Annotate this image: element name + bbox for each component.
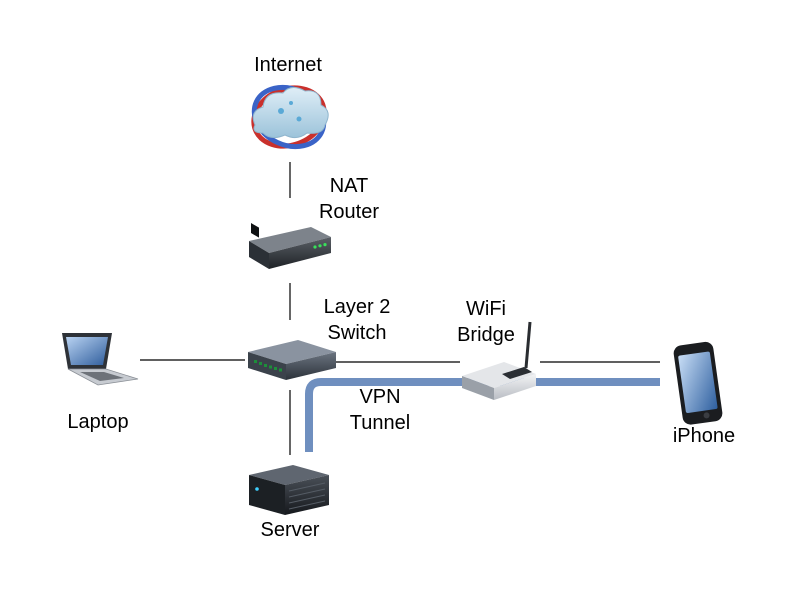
cloud-globe-icon <box>251 84 329 150</box>
laptop-icon <box>62 333 139 386</box>
wifi-bridge-label-line-1: WiFi <box>466 298 506 320</box>
internet-label: Internet <box>254 54 322 76</box>
vpn-tunnel-label-line-1: VPN <box>359 386 401 408</box>
wifi-bridge-label-line-2: Bridge <box>457 324 515 346</box>
nat-router-label-line-1: NAT <box>329 175 369 197</box>
nat-router-label: NAT Router <box>289 173 409 225</box>
network-switch-icon <box>248 340 336 380</box>
server-icon <box>249 465 329 515</box>
wifi-bridge-label: WiFi Bridge <box>426 296 546 348</box>
vpn-tunnel-label: VPN Tunnel <box>320 384 440 436</box>
iphone-label: iPhone <box>672 425 736 447</box>
router-icon <box>249 223 331 269</box>
server-label: Server <box>260 519 320 541</box>
wireless-bridge-icon <box>462 321 536 400</box>
nat-router-label-line-2: Router <box>318 201 380 223</box>
vpn-tunnel-path <box>305 378 660 452</box>
switch-label-line-1: Layer 2 <box>323 296 391 318</box>
laptop-label: Laptop <box>67 411 129 433</box>
links <box>140 162 660 455</box>
switch-label-line-2: Switch <box>327 322 387 344</box>
vpn-tunnel-label-line-2: Tunnel <box>349 412 411 434</box>
switch-label: Layer 2 Switch <box>297 294 417 346</box>
smartphone-icon <box>673 341 723 425</box>
